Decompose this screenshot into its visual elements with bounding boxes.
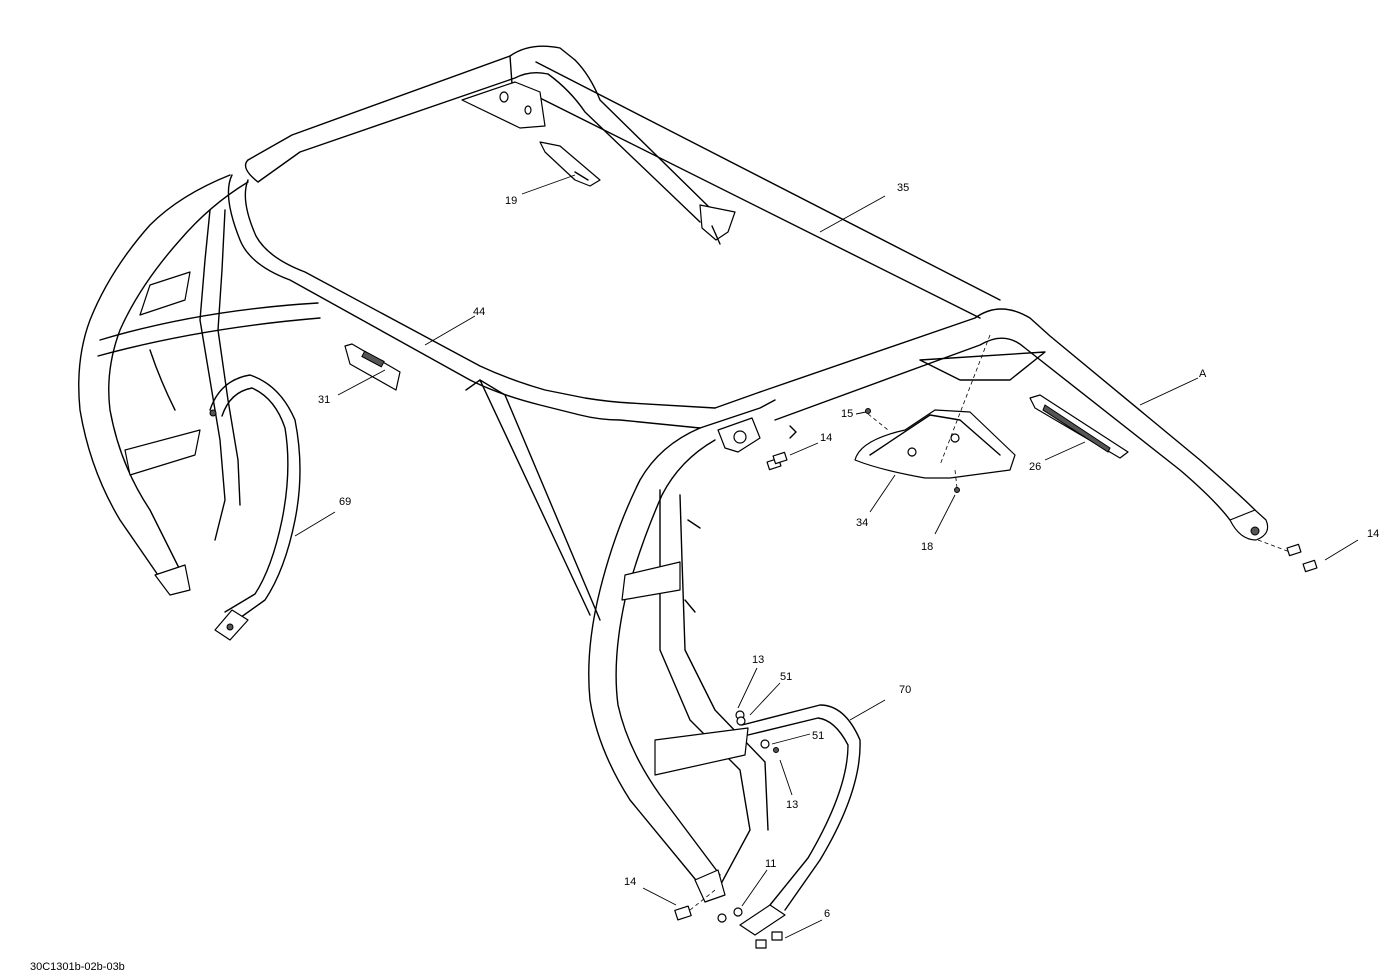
- callout-34: 34: [856, 517, 868, 529]
- callout-44: 44: [473, 306, 485, 318]
- bolt-14-top: [766, 451, 788, 471]
- callout-15: 15: [841, 408, 853, 420]
- bolt-14-bottom: [674, 889, 716, 921]
- part-70-side-bar: [739, 704, 861, 936]
- callout-51-top: 51: [780, 671, 792, 683]
- fasteners: [674, 451, 1318, 949]
- part-19-clip: [539, 141, 601, 187]
- nut-11-b: [717, 913, 727, 923]
- bolt-6-a: [755, 939, 767, 949]
- callout-13-bottom: 13: [786, 799, 798, 811]
- front-bar-clamp: [717, 417, 797, 453]
- left-front-pillar: [78, 174, 321, 596]
- callout-31: 31: [318, 394, 330, 406]
- part-31-plate: [344, 343, 401, 391]
- callout-69: 69: [339, 496, 351, 508]
- bolt-14-right: [1257, 539, 1318, 573]
- bolt-6-b: [771, 931, 783, 941]
- nut-13-bottom: [773, 747, 779, 753]
- callout-35: 35: [897, 182, 909, 194]
- callout-14-right: 14: [1367, 528, 1379, 540]
- callout-18: 18: [921, 541, 933, 553]
- leader-lines: [294, 174, 1359, 939]
- rear-mount-bracket: [461, 81, 546, 129]
- callout-11: 11: [765, 858, 776, 870]
- washer-51-bottom: [760, 739, 770, 749]
- diagram-reference-code: 30C1301b-02b-03b: [30, 961, 125, 973]
- part-26-plate: [1029, 394, 1129, 459]
- front-cross-bar-44: [227, 174, 776, 429]
- front-right-corner-bar: [759, 308, 1269, 541]
- callout-19: 19: [505, 195, 517, 207]
- callout-51-bottom: 51: [812, 730, 824, 742]
- roof-side-bar-35: [509, 55, 1001, 319]
- part-69-side-bar: [209, 374, 301, 641]
- part-34-bracket: [854, 334, 1016, 493]
- callout-labels: 19 35 44 31 69 A 15 14 26 34 18 14 13 51…: [318, 182, 1379, 920]
- callout-26: 26: [1029, 461, 1041, 473]
- roof-bar-clamp: [699, 204, 736, 245]
- right-front-pillar: [465, 379, 769, 903]
- callout-14-bottom: 14: [624, 876, 636, 888]
- washer-51-top: [736, 716, 746, 726]
- callout-6: 6: [824, 908, 830, 920]
- callout-70: 70: [899, 684, 911, 696]
- callout-13-top: 13: [752, 654, 764, 666]
- nut-11: [733, 907, 743, 917]
- callout-A: A: [1199, 368, 1207, 380]
- callout-14-top: 14: [820, 432, 832, 444]
